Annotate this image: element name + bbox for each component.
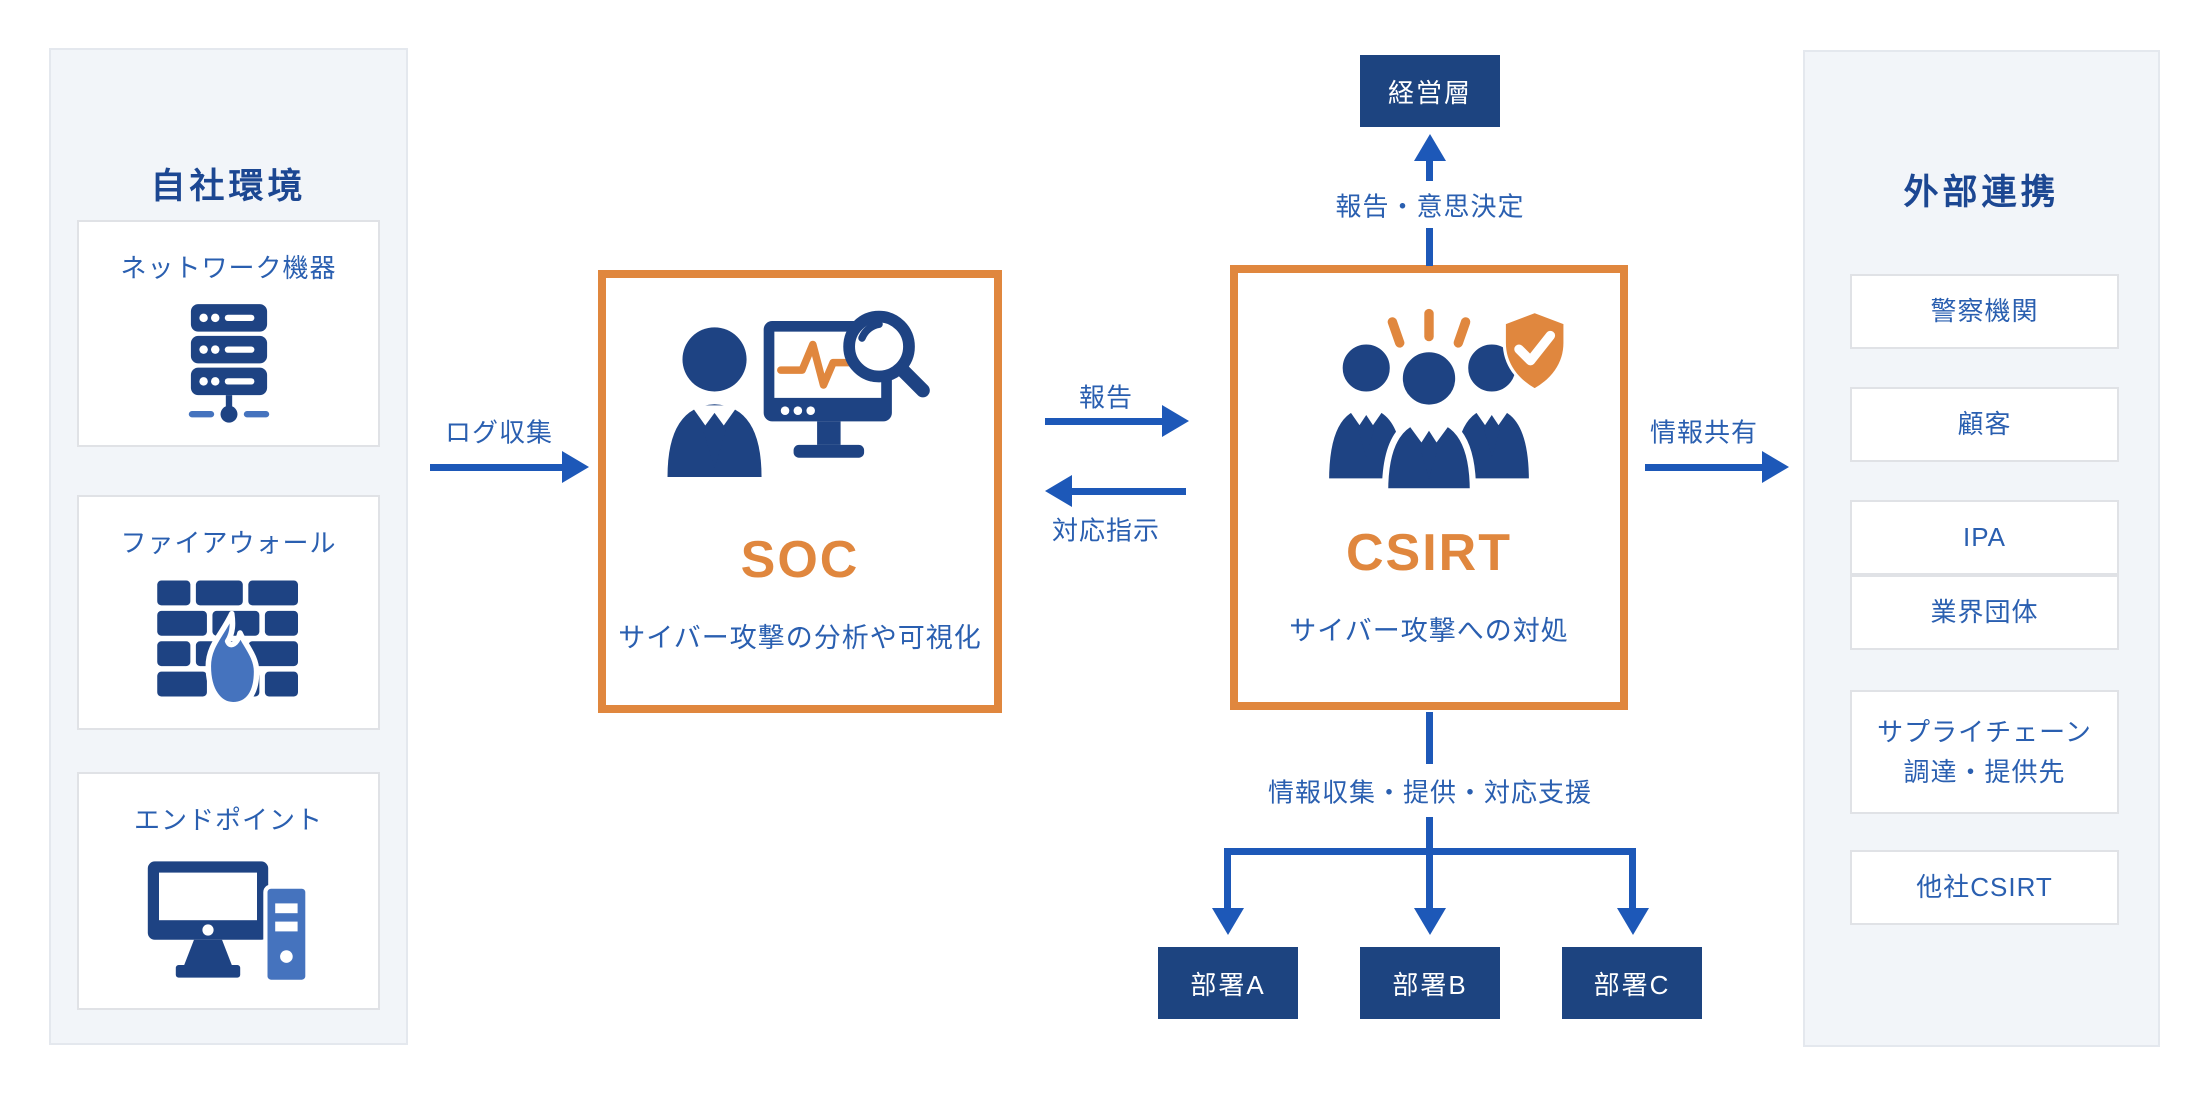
soc-icon [661, 306, 939, 514]
network-devices-card: ネットワーク機器 [77, 220, 380, 447]
endpoint-card: エンドポイント [77, 772, 380, 1010]
supply-chain-line-2: 調達・提供先 [1903, 757, 2066, 787]
info-sharing-label: 情報共有 [1649, 417, 1759, 448]
branch-line-dept-b [1426, 848, 1433, 910]
soc-box: SOC サイバー攻撃の分析や可視化 [598, 270, 1002, 713]
customer-box: 顧客 [1850, 387, 2119, 462]
response-instruction-arrow-line [1071, 488, 1186, 495]
info-sharing-arrow-line [1645, 464, 1762, 471]
report-arrow-line [1045, 418, 1162, 425]
other-csirt-box: 他社CSIRT [1850, 850, 2119, 925]
branch-arrow-head-dept-b [1414, 908, 1446, 935]
soc-subtitle: サイバー攻撃の分析や可視化 [618, 623, 982, 653]
firewall-card: ファイアウォール [77, 495, 380, 730]
network-devices-label: ネットワーク機器 [120, 253, 337, 283]
response-instruction-label: 対応指示 [1051, 515, 1161, 546]
department-b-box: 部署B [1360, 947, 1500, 1019]
info-support-line-lower [1426, 817, 1433, 851]
info-sharing-arrow-head [1762, 451, 1789, 483]
log-collection-label: ログ収集 [444, 417, 554, 448]
report-arrow-head [1162, 405, 1189, 437]
department-c-box: 部署C [1562, 947, 1702, 1019]
industry-group-box: 業界団体 [1850, 575, 2119, 650]
branch-line-dept-a [1224, 848, 1231, 910]
report-decision-label: 報告・意思決定 [1335, 191, 1525, 222]
info-support-line-upper [1426, 712, 1433, 764]
branch-line-dept-c [1629, 848, 1636, 910]
ipa-box: IPA [1850, 500, 2119, 575]
csirt-title: CSIRT [1346, 524, 1512, 582]
endpoint-label: エンドポイント [133, 805, 323, 835]
soc-title: SOC [740, 531, 860, 589]
management-box: 経営層 [1360, 55, 1500, 127]
response-instruction-arrow-head [1045, 475, 1072, 507]
log-collection-arrow-head [562, 451, 589, 483]
info-support-label: 情報収集・提供・対応支援 [1267, 777, 1593, 808]
firewall-icon [79, 560, 378, 728]
external-cooperation-title: 外部連携 [1903, 173, 2060, 212]
log-collection-arrow-line [430, 464, 562, 471]
supply-chain-box: サプライチェーン 調達・提供先 [1850, 690, 2119, 814]
endpoint-icon [79, 837, 378, 1008]
police-box: 警察機関 [1850, 274, 2119, 349]
branch-arrow-head-dept-c [1617, 908, 1649, 935]
csirt-subtitle: サイバー攻撃への対処 [1289, 616, 1569, 646]
csirt-box: CSIRT サイバー攻撃への対処 [1230, 265, 1628, 710]
report-label: 報告 [1078, 382, 1134, 413]
external-cooperation-panel: 外部連携 警察機関 顧客 IPA 業界団体 サプライチェーン 調達・提供先 他社… [1803, 50, 2160, 1047]
branch-arrow-head-dept-a [1212, 908, 1244, 935]
firewall-label: ファイアウォール [120, 528, 337, 558]
own-environment-title: 自社環境 [150, 167, 307, 206]
own-environment-panel: 自社環境 ネットワーク機器 [49, 48, 408, 1045]
report-decision-arrow-head [1414, 134, 1446, 161]
department-a-box: 部署A [1158, 947, 1298, 1019]
csirt-icon [1293, 303, 1567, 507]
supply-chain-line-1: サプライチェーン [1877, 716, 2092, 747]
report-decision-arrow-line-upper [1426, 159, 1433, 181]
server-icon [79, 285, 378, 445]
report-decision-arrow-line-lower [1426, 228, 1433, 266]
